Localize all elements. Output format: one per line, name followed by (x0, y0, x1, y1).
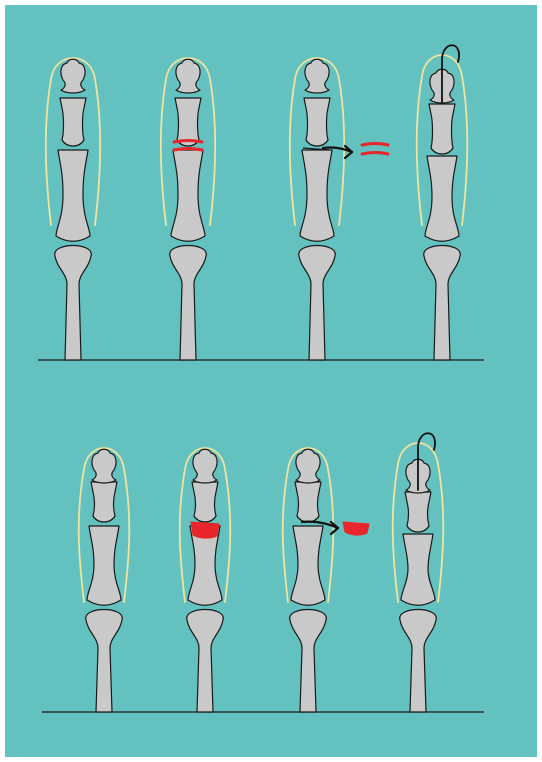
middle-phalanx (304, 98, 330, 146)
middle-phalanx (60, 98, 86, 146)
middle-phalanx (91, 482, 117, 522)
distal-phalanx (61, 59, 85, 93)
distal-phalanx (296, 449, 320, 483)
middle-phalanx (295, 482, 321, 522)
distal-phalanx (305, 59, 329, 93)
middle-phalanx (405, 492, 431, 532)
distal-phalanx (92, 449, 116, 483)
background-panel (5, 5, 537, 757)
distal-phalanx (193, 449, 217, 483)
wedge-icon (191, 522, 219, 538)
cut-line-upper (174, 141, 202, 143)
removed-wedge-icon (343, 522, 369, 535)
cut-line-lower (174, 149, 202, 151)
middle-phalanx (175, 98, 201, 146)
middle-phalanx (192, 482, 218, 522)
distal-phalanx (176, 59, 200, 93)
cut-line-upper (362, 144, 388, 146)
cut-line-lower (362, 153, 388, 155)
middle-phalanx (429, 104, 455, 154)
